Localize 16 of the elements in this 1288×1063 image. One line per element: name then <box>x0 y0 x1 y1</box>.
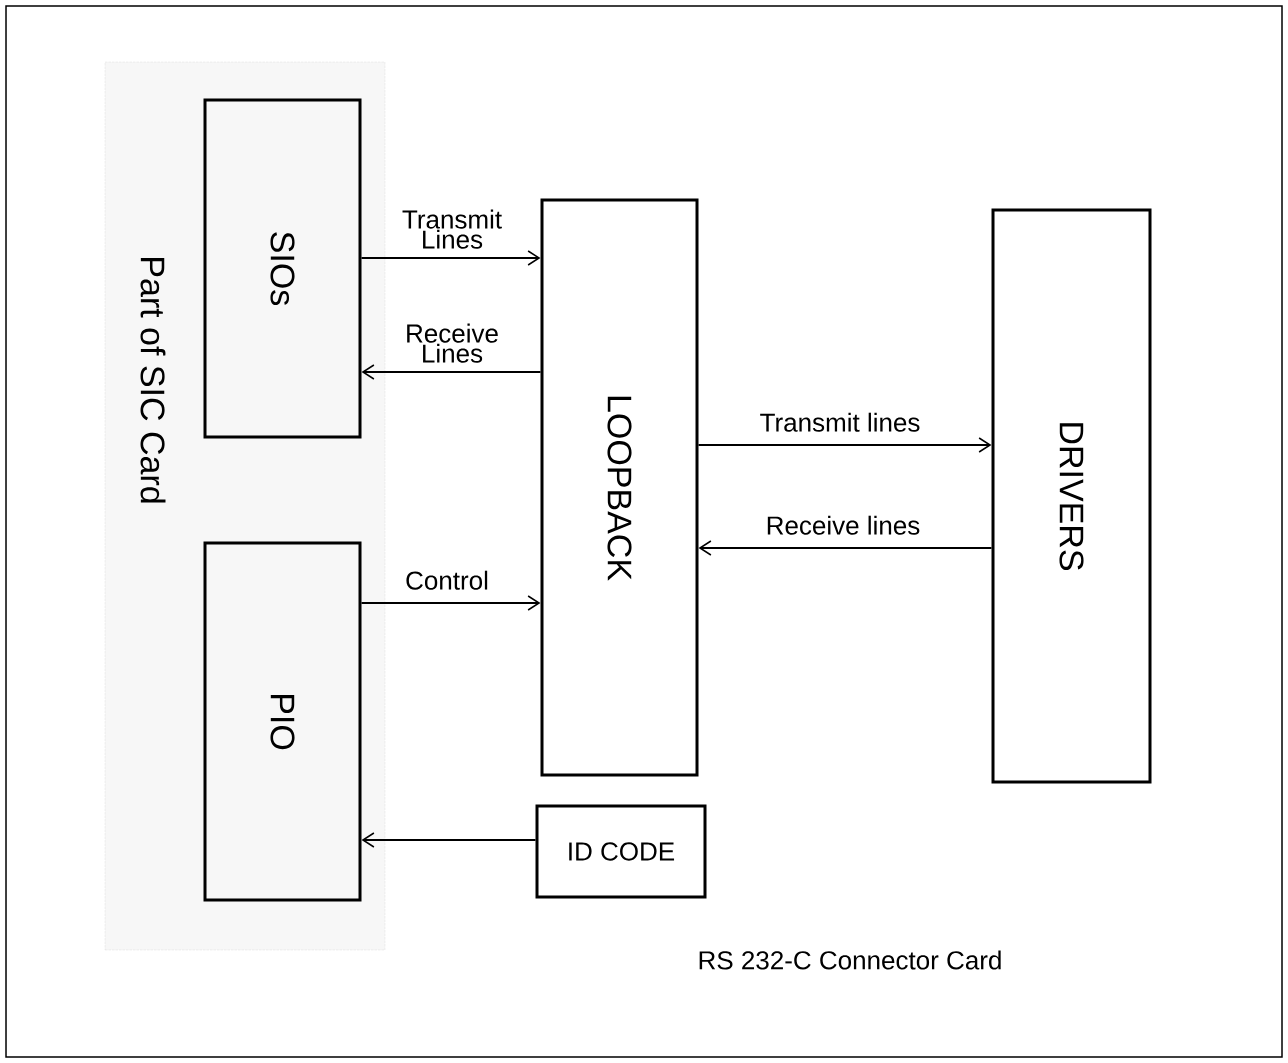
arrow <box>698 540 993 556</box>
edge-label: Transmit Lines <box>402 209 502 249</box>
process-box: ID CODE <box>535 804 707 899</box>
process-box: PIO <box>203 541 362 902</box>
arrow <box>361 364 542 380</box>
process-box: LOOPBACK <box>540 198 699 777</box>
edge-label: Receive lines <box>767 515 920 535</box>
arrow <box>697 437 992 453</box>
arrow <box>360 250 541 266</box>
edge-label: Receive Lines <box>407 323 498 363</box>
process-box: SIOs <box>203 98 362 439</box>
edge-label: Transmit lines <box>760 412 920 432</box>
process-box: DRIVERS <box>991 208 1152 784</box>
edge-label: Control <box>406 570 488 590</box>
arrow <box>360 595 541 611</box>
arrow <box>361 832 537 848</box>
